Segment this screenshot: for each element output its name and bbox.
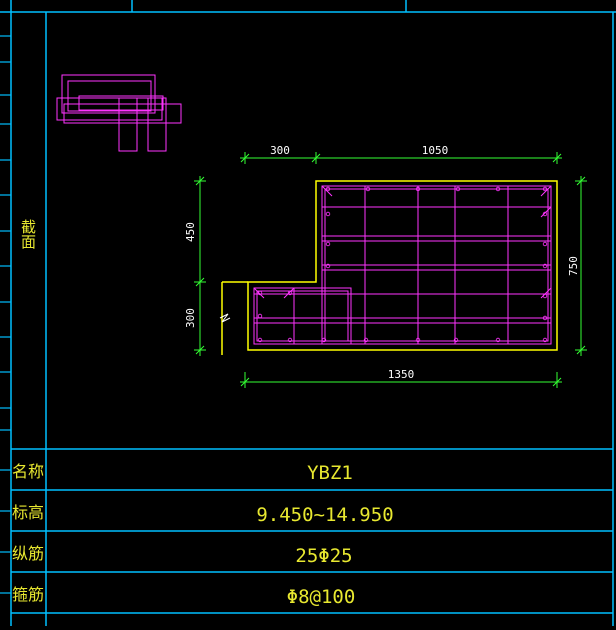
ruler-ticks <box>0 35 11 594</box>
row-value-elevation: 9.450~14.950 <box>256 504 393 526</box>
dim-top-left: 300 <box>270 144 290 157</box>
row-label-stirrup: 箍筋 <box>12 585 44 604</box>
dim-left-lower: 300 <box>184 308 197 328</box>
dimension-lines <box>194 152 587 388</box>
dim-left-upper: 450 <box>184 222 197 242</box>
row-value-longitudinal: 25Φ25 <box>295 545 352 567</box>
row-label-longitudinal: 纵筋 <box>12 544 44 563</box>
section-outline <box>221 180 558 355</box>
row-value-name: YBZ1 <box>307 462 353 484</box>
dim-bottom: 1350 <box>388 368 415 381</box>
rebar-points <box>257 186 548 343</box>
thumbnail-sketch <box>56 74 182 152</box>
dim-right: 750 <box>567 256 580 276</box>
row-label-elevation: 标高 <box>12 503 44 522</box>
section-label: 截面 <box>19 219 37 249</box>
dim-top-right: 1050 <box>422 144 449 157</box>
break-symbol <box>219 313 231 323</box>
row-label-name: 名称 <box>12 462 44 481</box>
row-value-stirrup: Φ8@100 <box>287 586 356 608</box>
rebar-cage <box>253 185 552 345</box>
